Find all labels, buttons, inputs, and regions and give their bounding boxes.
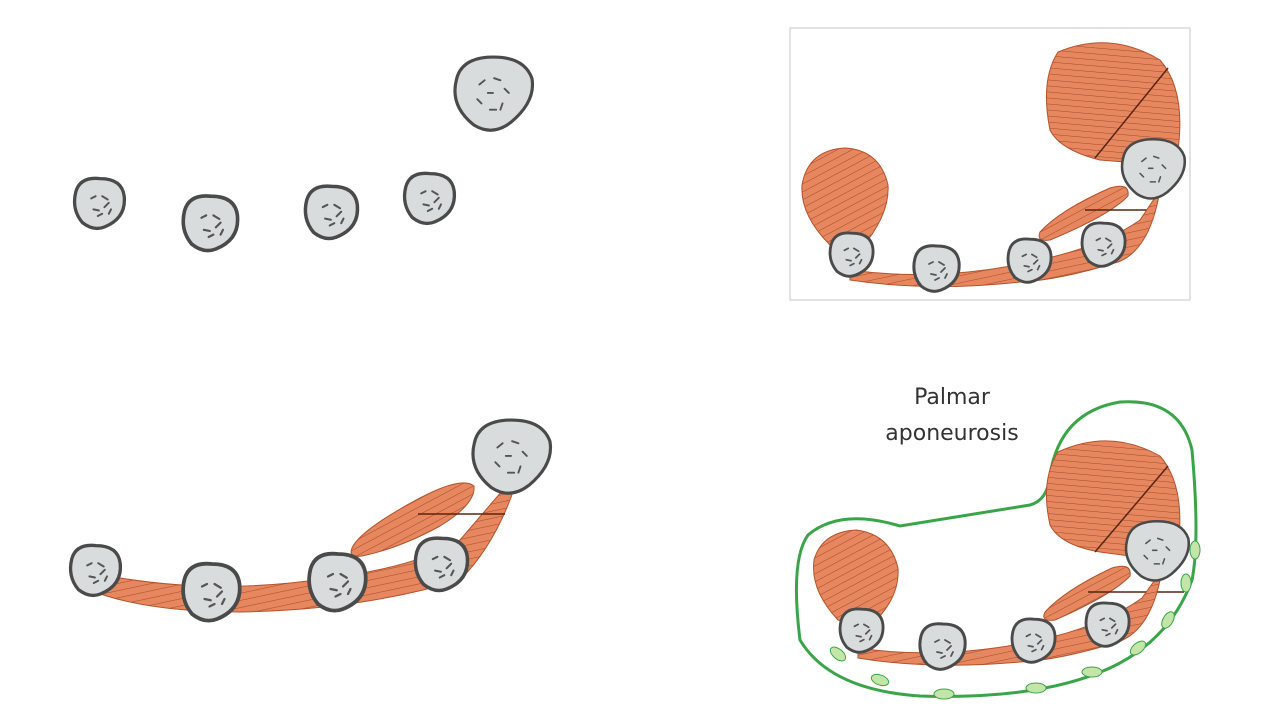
label-aponeurosis: aponeurosis bbox=[885, 421, 1018, 446]
bone-digit-4 bbox=[181, 194, 240, 253]
panel-bones-only bbox=[72, 55, 535, 253]
bone-digit-3 bbox=[303, 184, 360, 241]
label-palmar: Palmar bbox=[914, 385, 991, 410]
bone-thumb bbox=[453, 55, 535, 132]
bone-digit-2 bbox=[402, 171, 457, 226]
aponeurosis-nodes bbox=[829, 540, 1201, 700]
panel-border bbox=[789, 27, 1191, 301]
hypothenar-muscle bbox=[801, 147, 889, 251]
adductor-muscle bbox=[1038, 185, 1129, 241]
hypothenar-muscle-lower bbox=[813, 529, 899, 629]
bone-digit-5 bbox=[72, 176, 127, 231]
panel-deep-muscles bbox=[68, 418, 553, 623]
panel-palmar-aponeurosis: Palmar aponeurosis bbox=[794, 385, 1201, 700]
interosseous-band bbox=[849, 189, 1161, 288]
palmar-aponeurosis-outline bbox=[794, 400, 1198, 698]
panel-with-muscles bbox=[789, 27, 1191, 301]
adductor-muscle-lower bbox=[350, 482, 475, 557]
